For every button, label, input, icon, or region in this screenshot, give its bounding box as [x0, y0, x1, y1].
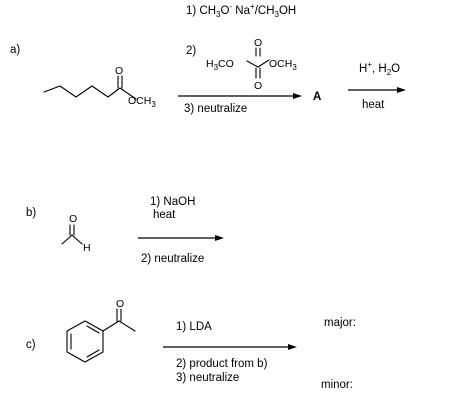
part-a-arrow-2-head: [397, 87, 406, 93]
major-product-label: major:: [324, 317, 356, 329]
ketone-methyl-bond: [118, 320, 136, 332]
part-b-step1-line2: heat: [153, 209, 176, 221]
part-a: a) O OCH3 1) CH3O- Na+/CH3OH 2) H3CO O O…: [10, 2, 406, 115]
part-a-acid-condition: H+, H2O: [359, 60, 400, 77]
acetaldehyde-structure: O H: [61, 213, 91, 254]
part-c-step3: 3) neutralize: [176, 372, 239, 384]
part-a-step3: 3) neutralize: [184, 103, 247, 115]
part-a-arrow-1-head: [293, 93, 302, 99]
part-c-step2: 2) product from b): [176, 358, 268, 370]
carbonate-right-methoxy: OCH3: [269, 58, 297, 72]
ketone-oxygen: O: [116, 298, 124, 310]
carbonate-left-methoxy: H3CO: [206, 58, 234, 72]
methyl-hexanoate-structure: O OCH3: [43, 65, 156, 109]
intermediate-a-label: A: [313, 91, 321, 103]
dimethyl-carbonate-structure: H3CO O O OCH3: [206, 37, 297, 92]
carbonate-upper-oxygen: O: [254, 37, 262, 49]
minor-product-label: minor:: [321, 379, 353, 391]
part-b-step2: 2) neutralize: [141, 253, 204, 265]
part-b-arrow-head: [215, 235, 224, 241]
part-a-label: a): [10, 44, 20, 56]
ester-carbon-chain: [43, 85, 137, 100]
part-c: c) O 1) LDA 2) product from b) 3) neutra…: [26, 298, 356, 391]
carbonate-right-bond: [257, 59, 270, 68]
part-b: b) O H 1) NaOH heat 2) neutralize: [26, 196, 224, 265]
part-a-step1: 1) CH3O- Na+/CH3OH: [186, 2, 296, 19]
aldehyde-hydrogen: H: [83, 242, 91, 254]
part-c-label: c): [26, 339, 36, 351]
carbonate-carbonyl-oxygen: O: [254, 80, 262, 92]
carbonate-left-bond: [246, 60, 259, 68]
acetophenone-structure: O: [66, 298, 136, 363]
ester-carbonyl-oxygen: O: [115, 65, 123, 77]
benzene-double-bond-2: [86, 325, 100, 334]
part-c-step1: 1) LDA: [176, 321, 212, 333]
part-b-step1-line1: 1) NaOH: [150, 196, 195, 208]
aryl-ketone-bond: [102, 320, 120, 332]
part-a-heat-condition: heat: [362, 99, 385, 111]
part-a-step2-number: 2): [186, 45, 196, 57]
part-c-arrow-head: [288, 344, 297, 350]
benzene-double-bond-3: [86, 349, 100, 358]
benzene-ring: [66, 320, 104, 363]
aldehyde-oxygen: O: [69, 213, 77, 225]
ester-methoxy-label: OCH3: [128, 95, 156, 109]
aldehyde-ch-bond: [71, 234, 83, 245]
aldehyde-methyl-bond: [61, 234, 73, 245]
part-b-label: b): [26, 207, 36, 219]
